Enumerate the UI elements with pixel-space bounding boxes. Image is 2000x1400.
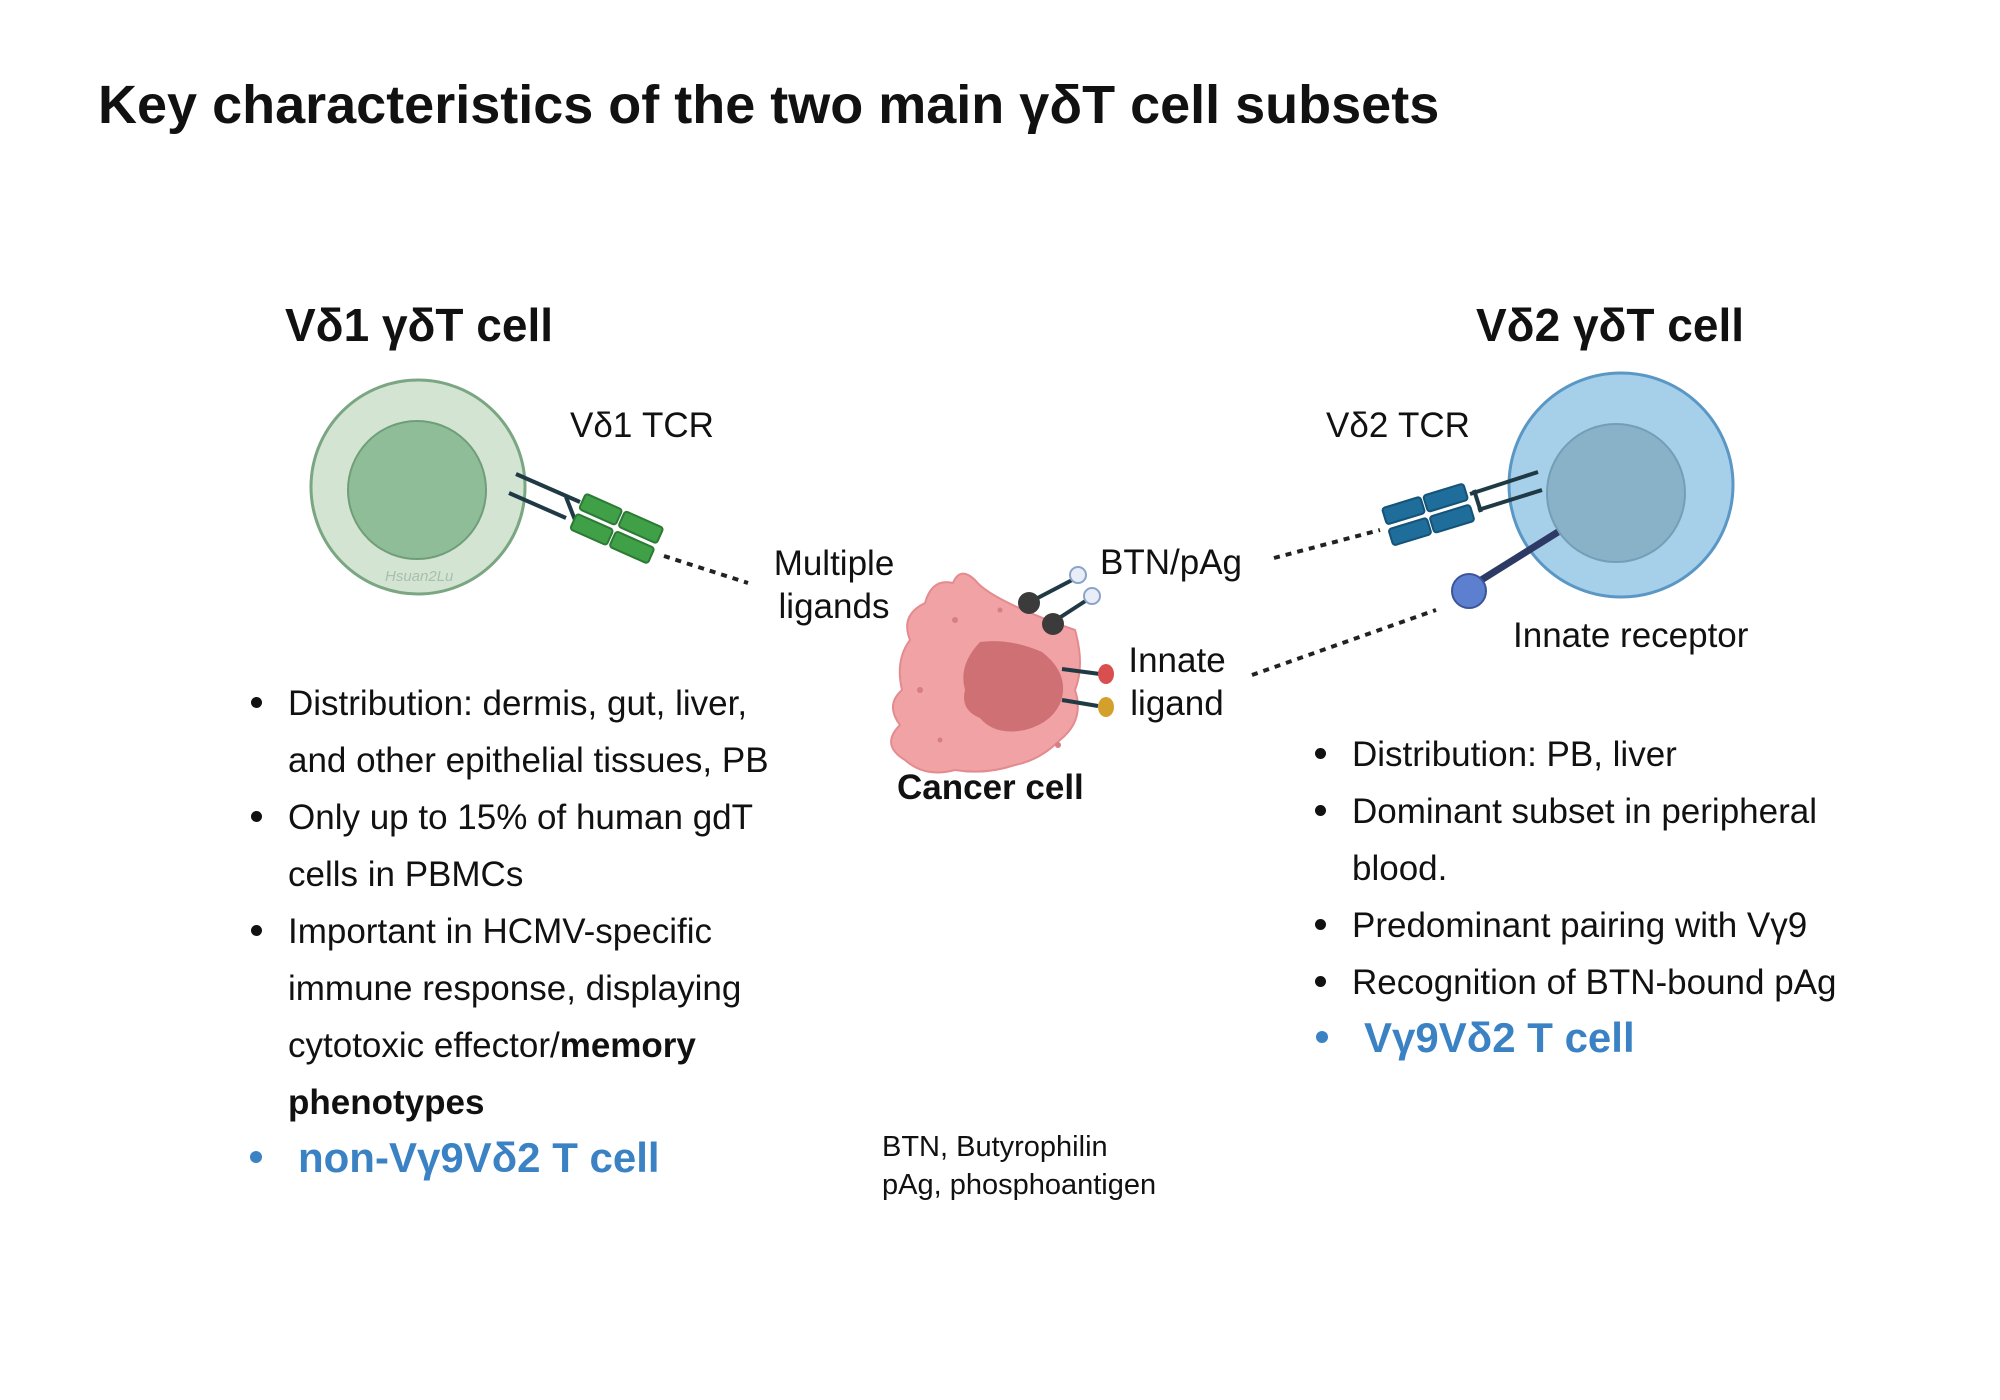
innate-receptor-label: Innate receptor (1513, 616, 1749, 655)
vd2-bullet-list: Distribution: PB, liver Dominant subset … (1314, 726, 1837, 1011)
abbreviations-footnote: BTN, Butyrophilin pAg, phosphoantigen (882, 1128, 1156, 1204)
vd1-bullet-distribution-line1: Distribution: dermis, gut, liver, (288, 684, 748, 723)
vd2-bullet-dominant-line2: blood. (1352, 849, 1448, 888)
vd1-tcr-label: Vδ1 TCR (570, 406, 714, 445)
vd1-bullet-hcmv-line2: immune response, displaying (288, 969, 742, 1008)
vd1-bullet-frequency: Only up to 15% of human gdT cells in PBM… (251, 789, 769, 903)
innate-receptor-dotted-line (1251, 608, 1437, 677)
btn-pag-molecules (1018, 566, 1101, 635)
vd1-ligand-dotted-line (663, 554, 749, 585)
vd2-subset-bullet (1316, 1030, 1328, 1043)
vd2-bullet-distribution-text: Distribution: PB, liver (1352, 735, 1677, 774)
page-title: Key characteristics of the two main γδT … (98, 75, 1440, 135)
vd2-subset-label: Vγ9Vδ2 T cell (1364, 1014, 1635, 1061)
vd1-tcr-receptor (508, 472, 664, 564)
cancer-cell-nucleus (963, 641, 1064, 732)
innate-ligand-line2: ligand (1130, 684, 1224, 723)
vd1-heading: Vδ1 γδT cell (285, 299, 554, 351)
vd1-bullet-distribution-line2: and other epithelial tissues, PB (288, 741, 769, 780)
vd1-bullet-hcmv-line3-bold: memory (559, 1026, 696, 1065)
vd1-bullet-hcmv: Important in HCMV-specific immune respon… (251, 903, 769, 1131)
vd2-bullet-recognition-text: Recognition of BTN-bound pAg (1352, 963, 1837, 1002)
vd1-t-cell (309, 378, 527, 596)
vd2-subset-item: Vγ9Vδ2 T cell (1316, 1014, 1635, 1062)
multiple-ligands-label: Multiple ligands (768, 542, 900, 628)
cancer-cell-label: Cancer cell (897, 768, 1084, 807)
innate-ligand-label: Innate ligand (1122, 639, 1232, 725)
vd2-t-cell (1507, 371, 1735, 599)
footnote-pag: pAg, phosphoantigen (882, 1169, 1157, 1201)
innate-ligand-molecules (1061, 664, 1114, 717)
innate-ligand-line1: Innate (1128, 641, 1226, 680)
vd2-bullet-recognition: Recognition of BTN-bound pAg (1314, 954, 1837, 1011)
vd1-bullet-hcmv-line3-plain: cytotoxic effector/ (288, 1026, 560, 1065)
multiple-ligands-line1: Multiple (773, 544, 895, 583)
vd2-bullet-dominant: Dominant subset in peripheral blood. (1314, 783, 1836, 897)
vd1-bullet-frequency-line1: Only up to 15% of human gdT (288, 798, 753, 837)
vd2-bullet-pairing: Predominant pairing with Vγ9 (1314, 897, 1836, 954)
vd2-tcr-label: Vδ2 TCR (1326, 406, 1470, 445)
vd1-bullet-hcmv-line3: cytotoxic effector/memory (288, 1017, 769, 1074)
vd2-tcr-receptor (1381, 470, 1543, 546)
watermark: Hsuan2Lu (385, 568, 454, 585)
innate-receptor (1451, 529, 1560, 609)
vd2-tcr-dotted-line (1273, 528, 1381, 560)
vd1-bullet-list: Distribution: dermis, gut, liver, and ot… (251, 675, 769, 1131)
cancer-cell (890, 572, 1081, 774)
vd1-cell-nucleus (347, 420, 487, 560)
vd1-subset-label: non-Vγ9Vδ2 T cell (298, 1134, 660, 1181)
btn-pag-label: BTN/pAg (1100, 543, 1242, 582)
multiple-ligands-line2: ligands (778, 587, 890, 626)
vd1-subset-bullet (250, 1150, 262, 1163)
vd2-bullet-pairing-text: Predominant pairing with Vγ9 (1352, 906, 1808, 945)
vd1-bullet-distribution: Distribution: dermis, gut, liver, and ot… (251, 675, 769, 789)
vd2-cell-nucleus (1546, 423, 1686, 563)
vd1-bullet-hcmv-line1: Important in HCMV-specific (288, 912, 713, 951)
vd2-heading: Vδ2 γδT cell (1476, 299, 1745, 351)
footnote-btn: BTN, Butyrophilin (882, 1131, 1108, 1163)
vd2-bullet-dominant-line1: Dominant subset in peripheral (1352, 792, 1817, 831)
vd1-bullet-frequency-line2: cells in PBMCs (288, 855, 524, 894)
vd1-bullet-hcmv-line4: phenotypes (288, 1083, 485, 1122)
vd1-subset-item: non-Vγ9Vδ2 T cell (250, 1134, 660, 1182)
vd2-bullet-distribution: Distribution: PB, liver (1314, 726, 1836, 783)
